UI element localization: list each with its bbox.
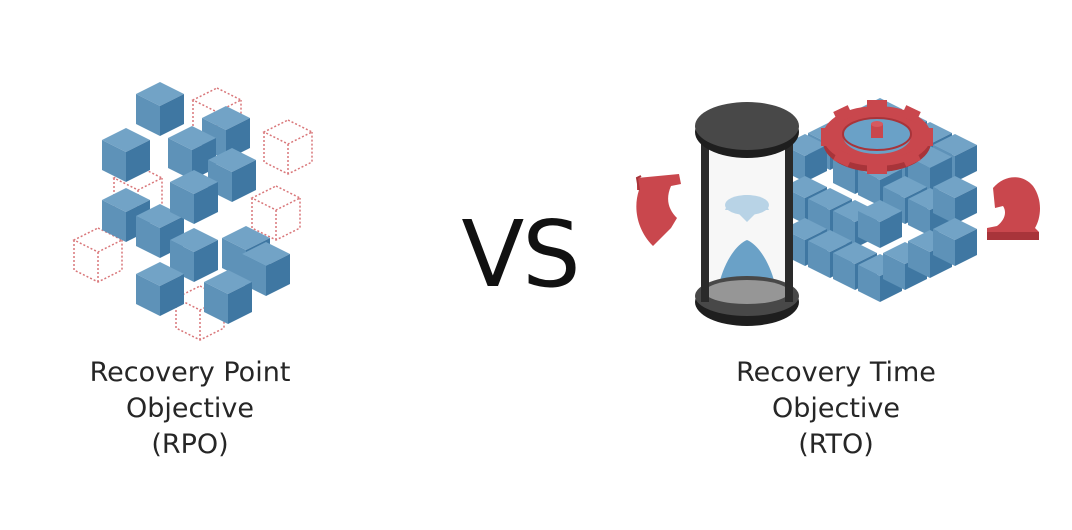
missing-cube-icon: [251, 185, 301, 241]
cube-icon: [102, 128, 150, 182]
rotate-arrow-right-icon: [987, 177, 1040, 240]
vs-label: VS: [461, 201, 580, 308]
rto-caption: Recovery Time Objective (RTO): [686, 355, 986, 463]
hourglass-icon: [695, 102, 799, 326]
rpo-cubes-illustration: [73, 82, 313, 341]
missing-cube-icon: [263, 119, 313, 175]
rpo-caption-line-1: Recovery Point: [89, 357, 291, 388]
rpo-caption: Recovery Point Objective (RPO): [40, 355, 340, 463]
rto-caption-line-3: (RTO): [798, 429, 874, 460]
rotate-arrow-left-icon: [635, 174, 681, 246]
cube-icon: [136, 82, 184, 136]
rto-caption-line-1: Recovery Time: [736, 357, 936, 388]
rpo-caption-line-2: Objective: [125, 393, 255, 424]
rto-caption-line-2: Objective: [771, 393, 901, 424]
rpo-caption-line-3: (RPO): [151, 429, 229, 460]
gear-icon: [821, 100, 933, 174]
rto-illustration: [635, 98, 1040, 326]
